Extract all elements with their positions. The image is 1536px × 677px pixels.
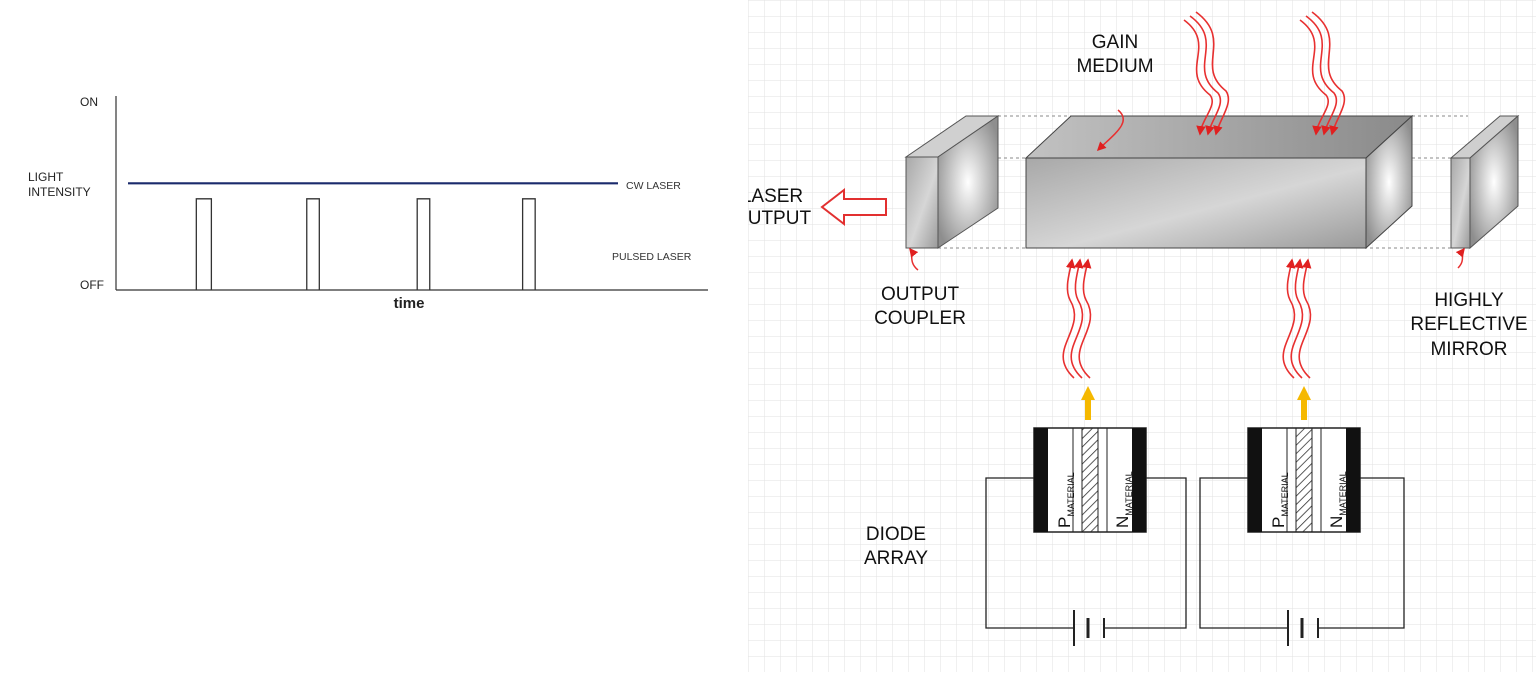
p-material-label-left: PMATERIAL	[1055, 472, 1076, 528]
gain-medium-label-2: MEDIUM	[1076, 56, 1153, 77]
laser-output-arrow	[820, 187, 887, 227]
diode-right-labels: PMATERIAL NMATERIAL	[1269, 471, 1348, 528]
diode-left	[1033, 427, 1147, 533]
batteries	[1073, 610, 1319, 646]
x-axis-label: time	[394, 295, 425, 312]
series-label-cw: CW LASER	[626, 180, 681, 192]
chart-svg: ON OFF LIGHT INTENSITY time CW LASER PUL…	[28, 95, 708, 312]
gain-medium-block	[1024, 114, 1414, 250]
y-tick-on: ON	[80, 95, 98, 109]
y-label-line1: LIGHT	[28, 170, 64, 184]
diode-left-labels: PMATERIAL NMATERIAL	[1055, 471, 1134, 528]
output-coupler-label-2: COUPLER	[874, 308, 966, 329]
intensity-chart: ON OFF LIGHT INTENSITY time CW LASER PUL…	[0, 0, 745, 672]
y-label-line2: INTENSITY	[28, 185, 91, 199]
pump-waves-bottom	[1062, 258, 1312, 379]
p-material-label-right: PMATERIAL	[1269, 472, 1290, 528]
reflective-mirror	[1449, 114, 1520, 250]
pump-waves-top	[1183, 11, 1346, 136]
laser-output-label-1: LASER	[748, 186, 803, 207]
output-coupler-label-1: OUTPUT	[881, 284, 960, 305]
mirror-label-3: MIRROR	[1430, 339, 1507, 360]
mirror-label-1: HIGHLY	[1434, 290, 1504, 311]
pointer-arrows	[909, 109, 1465, 271]
diode-array-label-2: ARRAY	[864, 548, 928, 569]
mirror-label-2: REFLECTIVE	[1410, 314, 1527, 335]
n-material-label-left: NMATERIAL	[1113, 471, 1134, 528]
diagram-svg: PMATERIAL NMATERIAL PMATERIAL NMATERIAL …	[733, 0, 1536, 672]
n-material-label-right: NMATERIAL	[1327, 471, 1348, 528]
diode-array-label-1: DIODE	[866, 524, 926, 545]
diode-right	[1247, 427, 1361, 533]
series-pulsed-laser-line	[195, 198, 536, 290]
laser-diagram: PMATERIAL NMATERIAL PMATERIAL NMATERIAL …	[733, 0, 1536, 672]
series-label-pulsed: PULSED LASER	[612, 251, 692, 263]
gain-medium-label-1: GAIN	[1092, 32, 1138, 53]
laser-output-label-2: OUTPUT	[748, 208, 811, 229]
grid-background	[748, 0, 1536, 672]
y-tick-off: OFF	[80, 278, 104, 292]
output-coupler	[904, 115, 1000, 249]
diode-circuits	[985, 477, 1405, 629]
diode-emission-arrows	[1081, 386, 1311, 420]
